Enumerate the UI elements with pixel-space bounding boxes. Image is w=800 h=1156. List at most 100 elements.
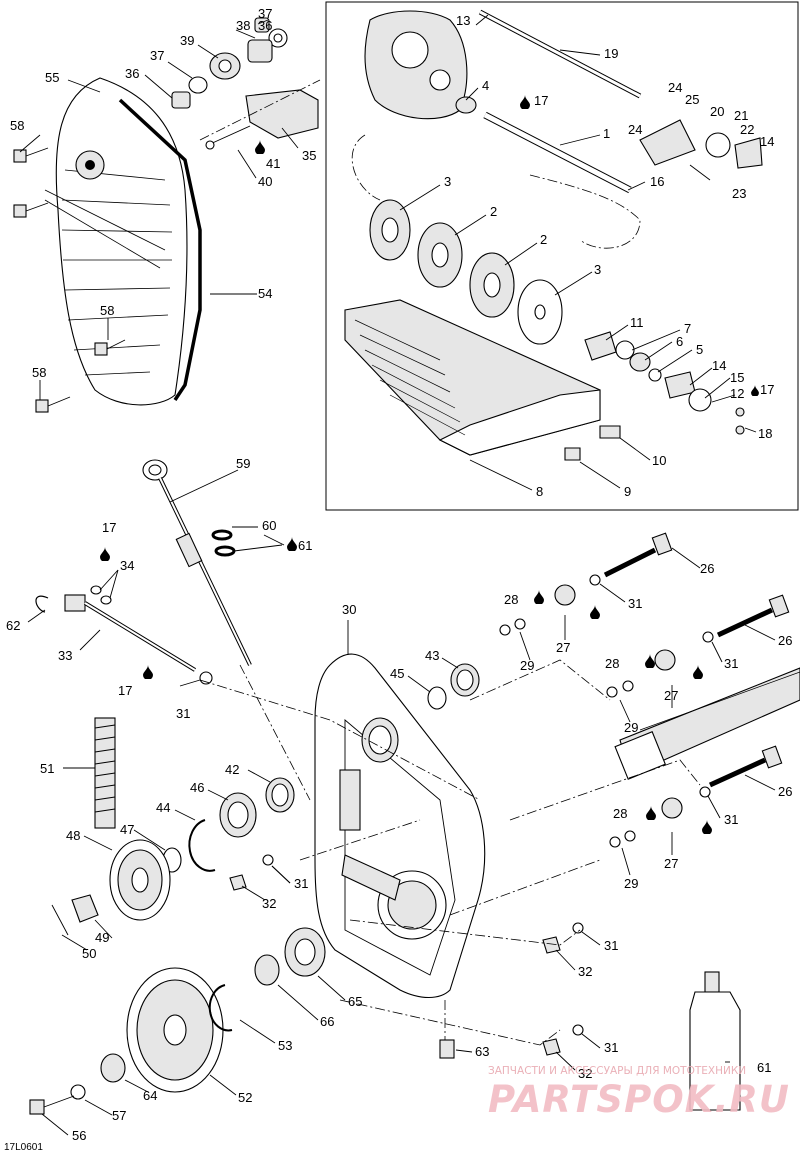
track [344, 299, 601, 456]
callout-61a: 61 [298, 538, 312, 553]
callout-40: 40 [258, 174, 272, 189]
chaincase-cover [44, 77, 202, 406]
callout-31b: 31 [294, 876, 308, 891]
callout-43: 43 [425, 648, 439, 663]
callout-20: 20 [710, 104, 724, 119]
callout-64: 64 [143, 1088, 157, 1103]
callout-17a: 17 [534, 93, 548, 108]
inset-frame [325, 1, 799, 511]
callout-24a: 24 [668, 80, 682, 95]
callout-42: 42 [225, 762, 239, 777]
callout-31f: 31 [604, 938, 618, 953]
callout-29c: 29 [624, 876, 638, 891]
callout-60: 60 [262, 518, 276, 533]
callout-47: 47 [120, 822, 134, 837]
watermark-tagline: ЗАПЧАСТИ И АКСЕССУАРЫ ДЛЯ МОТОТЕХНИКИ [488, 1065, 746, 1077]
callout-53: 53 [278, 1038, 292, 1053]
track-sprocket-3a [369, 199, 411, 261]
callout-12: 12 [730, 386, 744, 401]
lower-sprocket [29, 927, 326, 1115]
callout-36: 36 [258, 18, 272, 33]
callout-32b: 32 [578, 964, 592, 979]
callout-17b: 17 [760, 382, 774, 397]
callout-50: 50 [82, 946, 96, 961]
callout-15: 15 [730, 370, 744, 385]
callout-65: 65 [348, 994, 362, 1009]
axle-shaft [614, 667, 800, 780]
track-sprocket-2a [417, 222, 463, 288]
callout-48: 48 [66, 828, 80, 843]
callout-4: 4 [482, 78, 489, 93]
callout-14b: 14 [712, 358, 726, 373]
callout-21: 21 [734, 108, 748, 123]
callout-59: 59 [236, 456, 250, 471]
callout-26a: 26 [700, 561, 714, 576]
callout-25: 25 [685, 92, 699, 107]
callout-58c: 58 [32, 365, 46, 380]
bearing-group-35-41 [171, 17, 319, 150]
callout-28c: 28 [613, 806, 627, 821]
callout-37b: 37 [150, 48, 164, 63]
callout-30: 30 [342, 602, 356, 617]
callout-35: 35 [302, 148, 316, 163]
callout-31c: 31 [628, 596, 642, 611]
callout-29a: 29 [520, 658, 534, 673]
callout-7: 7 [684, 321, 691, 336]
callout-18: 18 [758, 426, 772, 441]
callout-56: 56 [72, 1128, 86, 1143]
callout-9: 9 [624, 484, 631, 499]
track-sprocket-2b [469, 252, 515, 318]
center-lines [199, 79, 701, 1046]
callout-27a: 27 [556, 640, 570, 655]
callout-54: 54 [258, 286, 272, 301]
watermark-brand: PARTSPOK.RU [488, 1078, 790, 1121]
callout-6: 6 [676, 334, 683, 349]
callout-10: 10 [652, 453, 666, 468]
callout-26c: 26 [778, 784, 792, 799]
drive-axle-assembly [344, 9, 763, 461]
callout-52: 52 [238, 1090, 252, 1105]
watermark: ЗАПЧАСТИ И АКСЕССУАРЫ ДЛЯ МОТОТЕХНИКИ PA… [488, 1065, 790, 1121]
callout-8: 8 [536, 484, 543, 499]
callout-62: 62 [6, 618, 20, 633]
callout-41: 41 [266, 156, 280, 171]
oil-bottle [689, 971, 741, 1111]
callout-32a: 32 [262, 896, 276, 911]
dipstick [142, 459, 252, 666]
callout-17d: 17 [118, 683, 132, 698]
callout-46: 46 [190, 780, 204, 795]
callout-58a: 58 [100, 303, 114, 318]
callout-17c: 17 [102, 520, 116, 535]
callout-24b: 24 [628, 122, 642, 137]
callout-23: 23 [732, 186, 746, 201]
callout-51: 51 [40, 761, 54, 776]
callout-34: 34 [120, 558, 134, 573]
callout-29b: 29 [624, 720, 638, 735]
callout-3b: 3 [594, 262, 601, 277]
callout-58b: 58 [10, 118, 24, 133]
callout-28b: 28 [605, 656, 619, 671]
callout-11: 11 [630, 315, 644, 330]
callout-31d: 31 [724, 656, 738, 671]
bolt-33 [35, 585, 213, 685]
tensioner-bolts [499, 532, 790, 1056]
callout-31a: 31 [176, 706, 190, 721]
callout-labels: 36 37 37 38 39 36 55 35 41 40 54 58 58 5… [6, 6, 792, 1143]
callout-5: 5 [696, 342, 703, 357]
bolts-58 [13, 147, 126, 413]
callout-2b: 2 [540, 232, 547, 247]
callout-37a: 37 [258, 6, 272, 21]
callout-31g: 31 [604, 1040, 618, 1055]
callout-33: 33 [58, 648, 72, 663]
track-sprocket-3b [517, 279, 563, 345]
callout-45: 45 [390, 666, 404, 681]
reference-code: 17L0601 [4, 1142, 43, 1153]
callout-31e: 31 [724, 812, 738, 827]
chaincase-housing [314, 653, 486, 999]
callout-32c: 32 [578, 1066, 592, 1081]
callout-19: 19 [604, 46, 618, 61]
callout-39: 39 [180, 33, 194, 48]
callout-2a: 2 [490, 204, 497, 219]
callout-66: 66 [320, 1014, 334, 1029]
